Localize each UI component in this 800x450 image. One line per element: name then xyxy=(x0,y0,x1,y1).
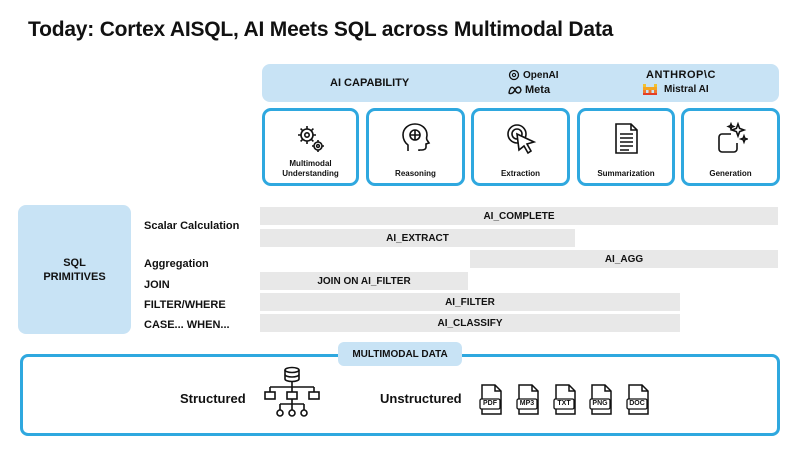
vendor-openai: OpenAI xyxy=(508,69,559,81)
file-type-label: MP3 xyxy=(519,400,535,407)
capability-label: Multimodal Understanding xyxy=(282,159,339,178)
row-label-scalar: Scalar Calculation xyxy=(144,220,240,232)
vendor-meta-label: Meta xyxy=(525,84,551,96)
function-bar-ai-extract: AI_EXTRACT xyxy=(260,229,575,247)
sparkle-icon xyxy=(717,121,748,153)
file-doc-icon: DOC xyxy=(625,384,651,421)
row-label-filter: FILTER/WHERE xyxy=(144,299,226,311)
file-png-icon: PNG xyxy=(588,384,614,421)
unstructured-label: Unstructured xyxy=(380,391,462,406)
capability-label: Summarization xyxy=(597,169,655,178)
vendor-openai-label: OpenAI xyxy=(523,69,559,81)
gears-icon xyxy=(297,126,324,152)
file-type-label: PNG xyxy=(592,400,608,407)
head-brain-icon xyxy=(401,123,430,151)
sql-primitives-title-line1: SQL xyxy=(63,256,86,269)
file-txt-icon: TXT xyxy=(552,384,578,421)
capability-label: Reasoning xyxy=(395,169,436,178)
mistral-logo-icon xyxy=(643,84,657,95)
file-type-label: DOC xyxy=(629,400,645,407)
sql-primitives-box: SQL PRIMITIVES xyxy=(18,205,131,334)
capability-card-multimodal-understanding: Multimodal Understanding xyxy=(262,108,359,186)
capability-card-reasoning: Reasoning xyxy=(366,108,465,186)
capability-label: Generation xyxy=(709,169,752,178)
structured-label: Structured xyxy=(180,391,246,406)
row-label-join: JOIN xyxy=(144,279,170,291)
function-bar-ai-filter: AI_FILTER xyxy=(260,293,680,311)
function-bar-ai-complete: AI_COMPLETE xyxy=(260,207,778,225)
row-label-case-when: CASE... WHEN... xyxy=(144,319,230,331)
vendor-mistral: Mistral AI xyxy=(643,84,709,95)
function-bar-ai-agg: AI_AGG xyxy=(470,250,778,268)
file-type-label: PDF xyxy=(483,400,497,407)
file-type-label: TXT xyxy=(557,400,571,407)
vendor-anthropic-label: ANTHROP\C xyxy=(646,69,716,81)
page-title: Today: Cortex AISQL, AI Meets SQL across… xyxy=(28,18,614,41)
capability-card-extraction: Extraction xyxy=(471,108,570,186)
meta-logo-icon xyxy=(508,86,522,95)
file-pdf-icon: PDF xyxy=(478,384,504,421)
sql-primitives-title-line2: PRIMITIVES xyxy=(43,270,106,283)
multimodal-data-label: MULTIMODAL DATA xyxy=(338,342,462,366)
structured-hierarchy-icon xyxy=(264,366,320,417)
function-bar-join-on-ai-filter: JOIN ON AI_FILTER xyxy=(260,272,468,290)
file-mp3-icon: MP3 xyxy=(515,384,541,421)
row-label-aggregation: Aggregation xyxy=(144,258,209,270)
capability-label: Extraction xyxy=(500,169,541,178)
cursor-click-icon xyxy=(506,124,536,155)
vendor-anthropic: ANTHROP\C xyxy=(646,69,716,81)
openai-logo-icon xyxy=(508,69,520,81)
ai-capability-band xyxy=(262,64,779,102)
capability-card-summarization: Summarization xyxy=(577,108,675,186)
document-icon xyxy=(615,123,638,154)
vendor-mistral-label: Mistral AI xyxy=(664,84,709,95)
capability-card-generation: Generation xyxy=(681,108,780,186)
ai-capability-label: AI CAPABILITY xyxy=(330,77,410,89)
vendor-meta: Meta xyxy=(508,84,550,96)
function-bar-ai-classify: AI_CLASSIFY xyxy=(260,314,680,332)
